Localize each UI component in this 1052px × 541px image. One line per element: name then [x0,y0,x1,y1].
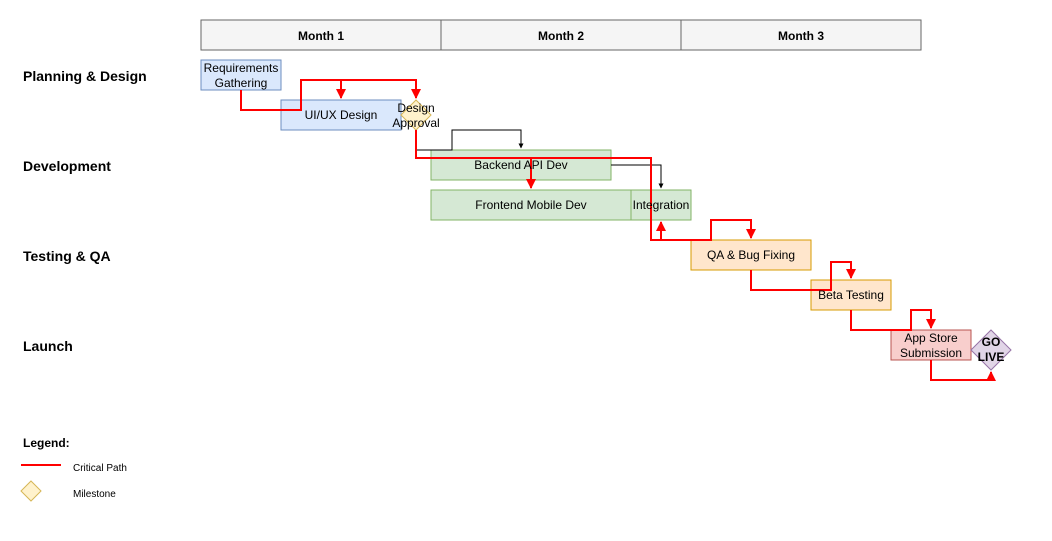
legend-critical-path-label: Critical Path [73,463,127,474]
critical-qa-to-beta [750,261,856,291]
month-3-label: Month 3 [778,29,824,43]
legend-milestone-label: Milestone [73,489,116,500]
milestone-design-approval-label-line1: Design [397,101,434,115]
critical-req-to-uiux [240,79,346,111]
critical-uiux-to-approval [341,79,421,99]
task-app-store-submission[interactable]: App Store Submission [890,329,972,361]
month-1-label: Month 1 [298,29,344,43]
task-bars: Requirements Gathering UI/UX Design Fron… [200,59,972,361]
task-frontend-label: Frontend Mobile Dev [475,198,586,212]
phase-planning-label: Planning & Design [23,68,147,84]
task-beta-label: Beta Testing [818,288,884,302]
phase-development-label: Development [23,158,111,174]
milestone-go-live[interactable] [970,329,1012,371]
task-integration[interactable] [630,189,692,221]
task-integration-label: Integration [633,198,690,212]
task-uiux-design[interactable]: UI/UX Design [280,99,402,131]
legend-milestone-diamond-icon [20,480,42,502]
overlay-labels: Backend API Dev Integration Beta Testing… [392,101,1004,364]
milestone-go-live-label-line1: GO [982,335,1001,349]
task-frontend-mobile-dev[interactable]: Frontend Mobile Dev [430,189,632,221]
task-qa-label: QA & Bug Fixing [707,248,795,262]
task-uiux-label: UI/UX Design [305,108,378,122]
go-live-diamond-icon [970,329,1012,371]
legend: Legend: Critical Path Milestone [20,436,127,502]
month-header: Month 1 Month 2 Month 3 [200,19,922,51]
critical-beta-to-appstore [850,309,936,331]
month-1-cell [200,19,442,51]
milestone-design-approval-label-line2: Approval [392,116,439,130]
task-appstore-label-line2: Submission [900,346,962,360]
critical-path [240,79,996,381]
milestone-go-live-label-line2: LIVE [978,350,1005,364]
phase-launch-label: Launch [23,338,73,354]
critical-appstore-to-golive [930,360,996,381]
month-2-label: Month 2 [538,29,584,43]
task-requirements-label-line1: Requirements [204,61,279,75]
task-requirements-gathering[interactable]: Requirements Gathering [200,59,282,91]
month-3-cell [680,19,922,51]
phase-labels: Planning & Design Development Testing & … [23,68,147,354]
task-appstore-label-line1: App Store [904,331,958,345]
phase-testing-label: Testing & QA [23,248,111,264]
task-beta-testing[interactable] [810,279,892,311]
legend-title: Legend: [23,436,70,450]
milestones [400,99,1012,371]
critical-frontend-to-integration [531,157,666,241]
month-2-cell [440,19,682,51]
dependency-backend-to-integration [611,164,664,189]
task-requirements-label-line2: Gathering [215,76,268,90]
dependency-approval-to-backend [415,129,524,151]
critical-approval-to-frontend [415,130,536,189]
task-backend-api-dev[interactable] [430,149,612,181]
task-qa-bug-fixing[interactable]: QA & Bug Fixing [690,239,812,271]
critical-integration-to-qa [661,219,756,241]
task-backend-label: Backend API Dev [474,158,567,172]
